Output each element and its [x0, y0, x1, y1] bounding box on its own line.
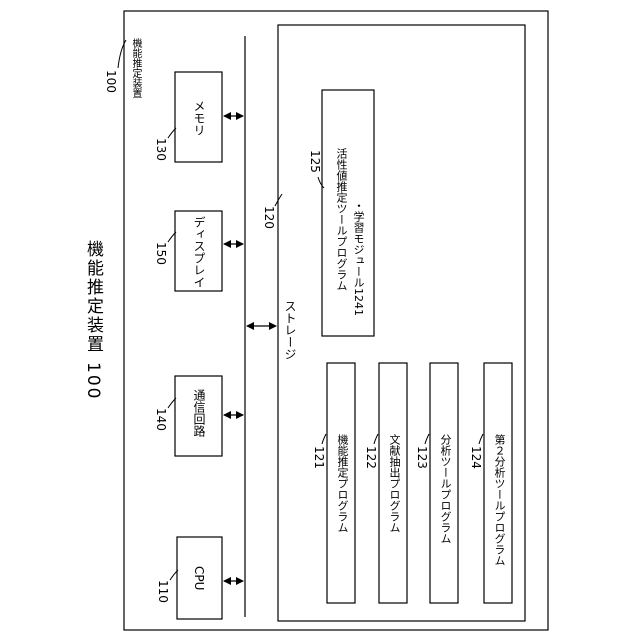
program-121-label: 機能推定プログラム	[334, 434, 350, 533]
cpu-ref: 110	[156, 580, 170, 603]
program-122-label: 文献抽出プログラム	[386, 434, 402, 533]
title-ref: 100	[83, 362, 103, 400]
page-title: 機能推定装置100	[80, 240, 106, 380]
display-ref: 150	[154, 242, 168, 265]
program-121-ref: 121	[312, 446, 326, 469]
storage-label: ストレージ	[282, 300, 299, 360]
memory-label: メモリ	[191, 100, 208, 136]
leader-124	[479, 434, 483, 444]
storage-ref: 120	[262, 206, 276, 229]
device-ref-100: 100	[104, 70, 118, 93]
program-123-ref: 123	[415, 446, 429, 469]
leader-125	[318, 177, 324, 188]
leader-122	[374, 434, 378, 444]
cpu-label: CPU	[192, 566, 206, 590]
program-123-label: 分析ツールプログラム	[437, 434, 453, 544]
leader-100	[118, 40, 126, 68]
program-124-ref: 124	[469, 446, 483, 469]
program-122-ref: 122	[364, 446, 378, 469]
memory-ref: 130	[154, 138, 168, 161]
leader-123	[425, 434, 429, 444]
title-label: 機能推定装置	[83, 240, 103, 354]
tool-label: 活性値推定ツールプログラム	[333, 148, 349, 291]
leader-121	[322, 434, 326, 444]
tool-sublabel: ・学習モジュール1241	[350, 200, 366, 316]
display-label: ディスプレイ	[191, 216, 208, 288]
program-124-label: 第２分析ツールプログラム	[491, 434, 507, 566]
device-label: 機能推定装置	[128, 38, 143, 98]
comm-ref: 140	[154, 408, 168, 431]
tool-ref: 125	[308, 150, 322, 173]
comm-label: 通信回路	[191, 389, 208, 437]
